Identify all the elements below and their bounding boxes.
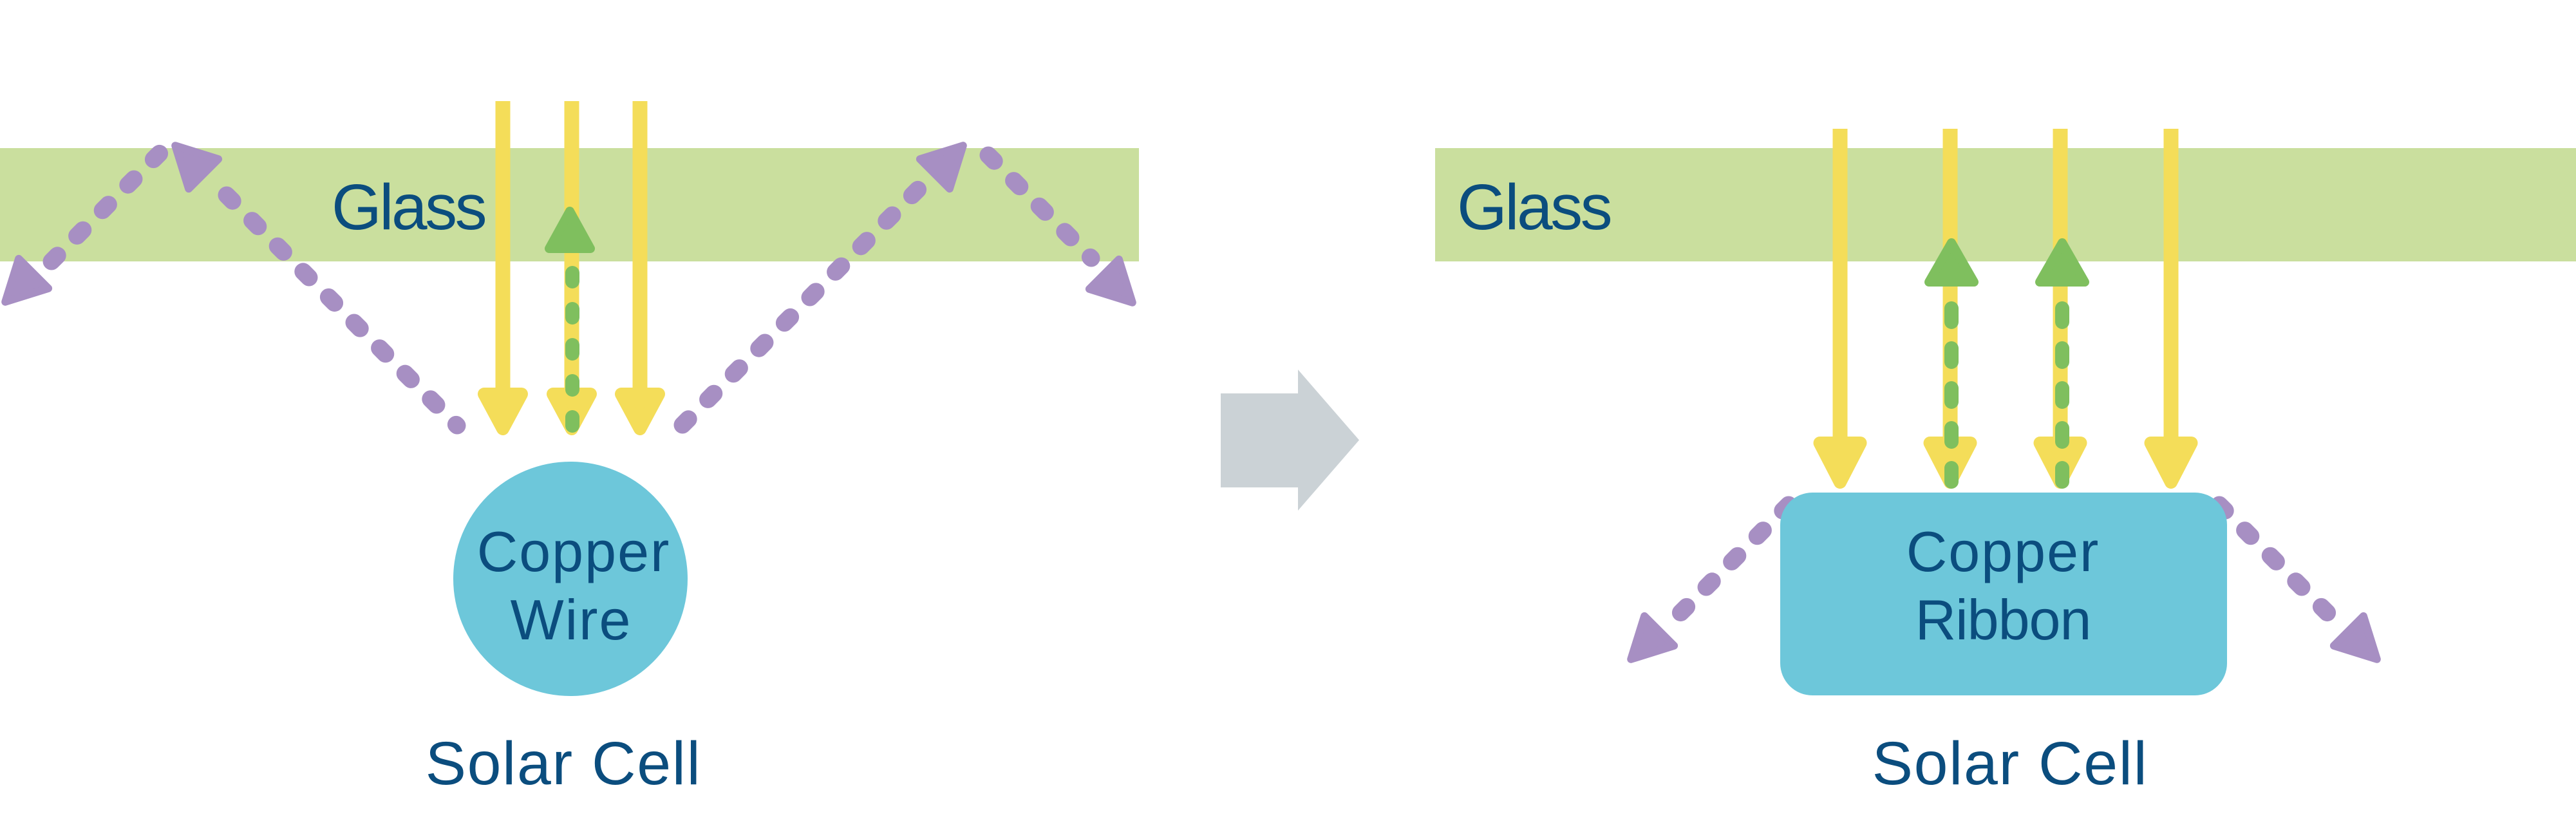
svg-text:Solar Cell: Solar Cell [426,730,702,798]
svg-text:Glass: Glass [1457,171,1611,243]
svg-text:Wire: Wire [511,588,632,652]
svg-text:Copper: Copper [477,520,671,583]
svg-text:Ribbon: Ribbon [1915,588,2091,652]
svg-text:Copper: Copper [1906,520,2100,583]
svg-text:Solar Cell: Solar Cell [1872,730,2148,798]
svg-text:Glass: Glass [332,171,485,243]
